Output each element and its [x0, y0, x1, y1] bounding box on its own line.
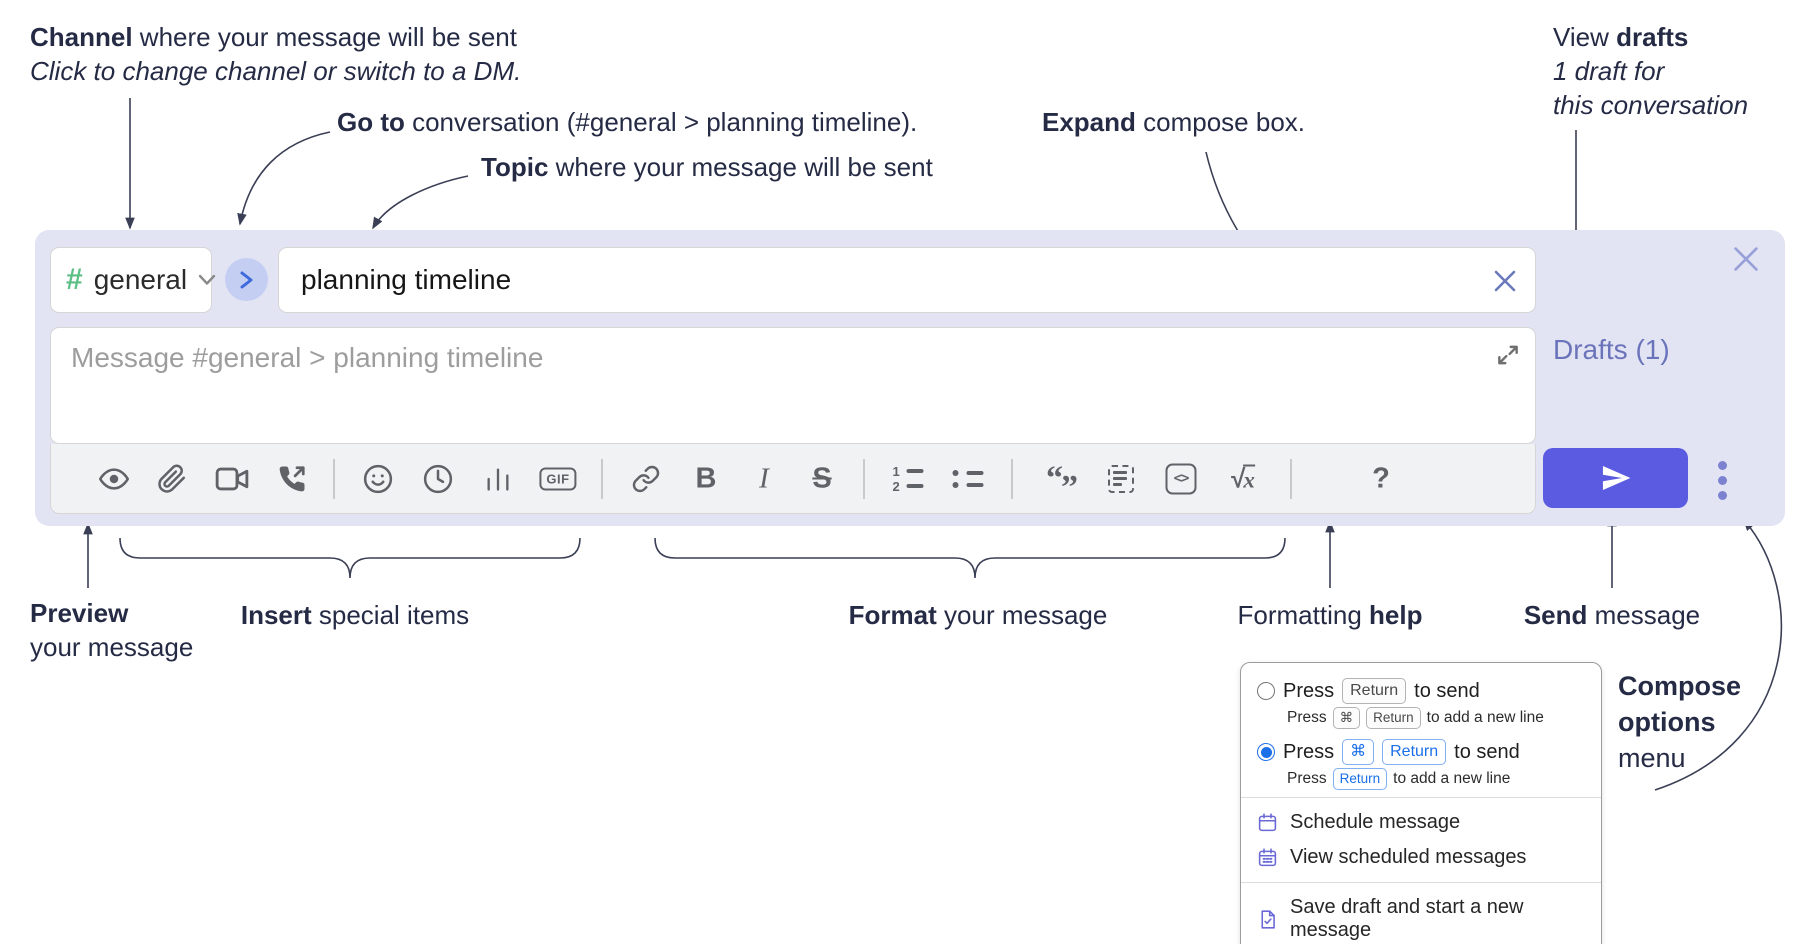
code-icon[interactable]: <> — [1165, 463, 1197, 494]
topic-note: Topic where your message will be sent — [481, 152, 933, 182]
compose-box: # general — [35, 230, 1785, 526]
goto-note: Go to conversation (#general > planning … — [337, 107, 918, 137]
channel-note: Channel where your message will be sent … — [30, 22, 522, 86]
math-icon[interactable]: √x — [1231, 463, 1255, 493]
cmd-enter-sends-option[interactable]: Press ⌘ Return to send — [1257, 739, 1585, 765]
poll-icon[interactable] — [484, 465, 512, 493]
toolbar-divider — [863, 458, 865, 499]
save-draft-item[interactable]: Save draft and start a new message — [1257, 890, 1585, 944]
expand-note: Expand compose box. — [1042, 107, 1306, 137]
menu-divider — [1241, 797, 1601, 798]
radio-checked-icon[interactable] — [1257, 743, 1275, 761]
drafts-note: View drafts 1 draft for this conversatio… — [1553, 22, 1749, 120]
attach-file-icon[interactable] — [157, 464, 187, 494]
compose-options-note: Compose options menu — [1618, 671, 1742, 773]
channel-selector[interactable]: # general — [50, 247, 216, 313]
toolbar-divider — [1290, 458, 1292, 499]
numbered-list-icon[interactable]: 1 2 — [893, 465, 924, 493]
link-icon[interactable] — [632, 464, 661, 493]
insert-note: Insert special items — [240, 600, 470, 630]
connector-goto — [237, 131, 331, 226]
compose-options-ellipsis-icon[interactable] — [1716, 459, 1729, 502]
quote-icon[interactable]: “” — [1046, 459, 1078, 506]
time-icon[interactable] — [423, 464, 453, 494]
toolbar-divider — [1011, 458, 1013, 499]
chevron-right-icon — [240, 271, 253, 288]
enter-sends-option[interactable]: Press Return to send — [1257, 678, 1585, 704]
return-key: Return — [1342, 678, 1407, 704]
cmd-key: ⌘ — [1342, 739, 1375, 765]
menu-divider — [1241, 882, 1601, 883]
brace-format-group — [654, 537, 1286, 579]
expand-compose-icon[interactable] — [1495, 342, 1521, 368]
go-to-conversation-button[interactable] — [225, 258, 268, 301]
cmd-key: ⌘ — [1332, 707, 1361, 729]
enter-sends-option-hint: Press ⌘ Return to add a new line — [1287, 707, 1585, 729]
bold-icon[interactable]: B — [695, 462, 717, 494]
brace-insert-group — [119, 537, 581, 579]
emoji-icon[interactable] — [363, 464, 393, 494]
return-key: Return — [1382, 739, 1447, 765]
send-note: Send message — [1523, 600, 1701, 630]
drafts-link[interactable]: Drafts (1) — [1553, 334, 1670, 365]
clear-topic-button[interactable] — [1491, 267, 1519, 295]
cmd-enter-sends-option-hint: Press Return to add a new line — [1287, 768, 1585, 790]
schedule-message-item[interactable]: Schedule message — [1257, 805, 1585, 840]
draft-saved-icon — [1261, 909, 1275, 929]
return-key: Return — [1332, 768, 1388, 790]
voice-call-icon[interactable] — [277, 464, 307, 494]
preview-icon[interactable] — [97, 464, 131, 494]
close-icon — [1734, 247, 1758, 271]
calendar-icon — [1258, 813, 1277, 832]
bulleted-list-icon[interactable] — [952, 469, 984, 488]
message-field — [50, 327, 1536, 444]
send-button[interactable] — [1543, 448, 1688, 508]
calendar-grid-icon — [1258, 848, 1277, 867]
view-scheduled-messages-item[interactable]: View scheduled messages — [1257, 840, 1585, 875]
close-compose-button[interactable] — [1731, 244, 1761, 274]
spoiler-icon[interactable] — [1108, 464, 1134, 493]
format-note: Format your message — [848, 600, 1108, 630]
message-input[interactable] — [51, 328, 1535, 443]
video-call-icon[interactable] — [215, 465, 249, 493]
topic-input[interactable] — [279, 248, 1535, 312]
close-icon — [1494, 270, 1516, 292]
compose-toolbar: GIF B I S 1 2 — [50, 444, 1536, 514]
channel-name: general — [93, 264, 188, 295]
strikethrough-icon[interactable]: S — [812, 462, 832, 494]
toolbar-divider — [333, 458, 335, 499]
formatting-help-icon[interactable]: ? — [1372, 462, 1390, 494]
toolbar-divider — [601, 458, 603, 499]
send-icon — [1602, 466, 1630, 490]
radio-unchecked-icon[interactable] — [1257, 682, 1275, 700]
chevron-down-icon — [198, 274, 216, 286]
preview-note: Preview your message — [30, 598, 194, 662]
help-note: Formatting help — [1237, 600, 1423, 630]
connector-topic — [372, 175, 469, 230]
compose-options-menu: Press Return to send Press ⌘ Return to a… — [1240, 662, 1602, 944]
topic-field — [278, 247, 1536, 313]
channel-hash-icon: # — [66, 263, 83, 296]
italic-icon[interactable]: I — [759, 462, 769, 494]
gif-icon[interactable]: GIF — [539, 467, 577, 490]
return-key: Return — [1366, 707, 1421, 729]
